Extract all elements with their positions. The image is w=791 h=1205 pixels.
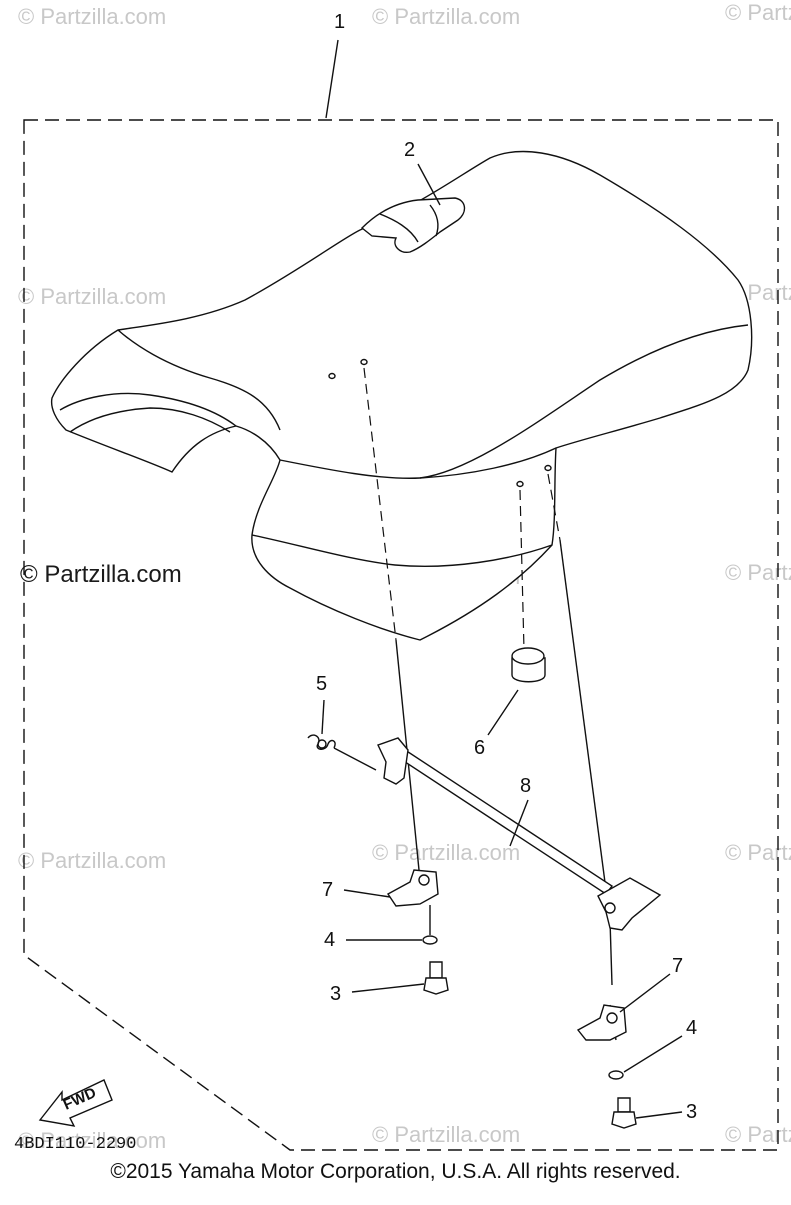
seat-contour [251, 534, 553, 567]
part-5 [307, 734, 377, 771]
alignment-line [363, 367, 397, 641]
spring [307, 734, 377, 771]
clamp [576, 1004, 627, 1041]
seat-contour [419, 324, 749, 479]
leader-7-left [343, 889, 391, 898]
alignment-line [559, 539, 607, 891]
callout-4-right: 4 [686, 1017, 697, 1039]
watermark: © Partzilla.com [18, 4, 166, 29]
watermark: © Partzilla.com [725, 0, 791, 25]
part-7-right [576, 1004, 627, 1041]
part-3-left-bolt [423, 961, 449, 995]
damper-body [511, 657, 546, 683]
mounting-holes [328, 358, 552, 488]
watermark: © Partzilla.com [725, 1122, 791, 1147]
leader-1 [325, 39, 339, 119]
seat-tail-inner [69, 407, 231, 433]
bolt-shank [617, 1097, 631, 1113]
part-4-right-washer [608, 1070, 624, 1080]
alignment-line [519, 489, 525, 651]
spring-coil [317, 739, 327, 749]
bolt-head [423, 977, 449, 995]
watermark: © Partzilla.com [18, 848, 166, 873]
watermark: © Partzilla.com [18, 284, 166, 309]
part-3-right-bolt [611, 1097, 637, 1129]
leader-7-right [619, 973, 671, 1013]
part-4-left-washer [422, 935, 438, 945]
watermark-prominent: © Partzilla.com [20, 561, 182, 588]
callout-8: 8 [520, 775, 531, 797]
part-7-left [386, 869, 439, 907]
callout-3-right: 3 [686, 1101, 697, 1123]
callout-7-right: 7 [672, 955, 683, 977]
clamp-hole [606, 1012, 618, 1024]
part-2 [360, 197, 466, 253]
diagram-code: 4BDI110-2290 [14, 1135, 136, 1154]
strap-hook [360, 197, 466, 253]
assembly-boundary [23, 119, 779, 1151]
watermark: © Partzilla.com [372, 1122, 520, 1147]
clamp-hole [418, 874, 430, 886]
callout-6: 6 [474, 737, 485, 759]
watermark: © Partzilla.com [725, 840, 791, 865]
callout-7-left: 7 [322, 879, 333, 901]
leader-4-right [623, 1035, 683, 1073]
strap-hook-detail [429, 204, 439, 237]
callout-3-left: 3 [330, 983, 341, 1005]
seat-tail-cutout [59, 392, 237, 427]
watermark: © Partzilla.com [18, 1128, 166, 1153]
hole [544, 464, 552, 472]
bolt-shank [429, 961, 443, 979]
leader-2 [417, 163, 441, 206]
part-8 [377, 737, 662, 931]
bolt-head [611, 1111, 637, 1129]
hole [516, 480, 524, 488]
seat-outline [50, 150, 753, 641]
callout-4-left: 4 [324, 929, 335, 951]
leader-6 [487, 689, 519, 736]
leader-8 [509, 799, 529, 847]
watermark: © Partzilla.com [725, 560, 791, 585]
hole [360, 358, 368, 366]
rod-end [604, 902, 616, 914]
seat-contour [117, 329, 281, 431]
clamp [386, 869, 439, 907]
leader-3-left [351, 983, 425, 993]
hole [328, 372, 336, 380]
callout-2: 2 [404, 139, 415, 161]
alignment-line [609, 919, 613, 986]
watermark: © Partzilla.com [372, 4, 520, 29]
fwd-arrow: FWD [38, 1079, 113, 1127]
copyright-notice: ©2015 Yamaha Motor Corporation, U.S.A. A… [110, 1160, 681, 1183]
rod-left-bracket [377, 737, 409, 785]
part-6 [511, 647, 546, 683]
leader-5 [321, 699, 325, 735]
callout-1: 1 [334, 11, 345, 33]
alignment-line [547, 473, 561, 541]
seat [50, 150, 753, 641]
watermark: © Partzilla.com [372, 840, 520, 865]
leader-3-right [635, 1111, 683, 1119]
damper-top [511, 647, 545, 665]
callout-5: 5 [316, 673, 327, 695]
fwd-arrow-shape [38, 1079, 113, 1127]
rod-right-bracket [597, 877, 662, 931]
strap-hook-detail [379, 213, 419, 243]
